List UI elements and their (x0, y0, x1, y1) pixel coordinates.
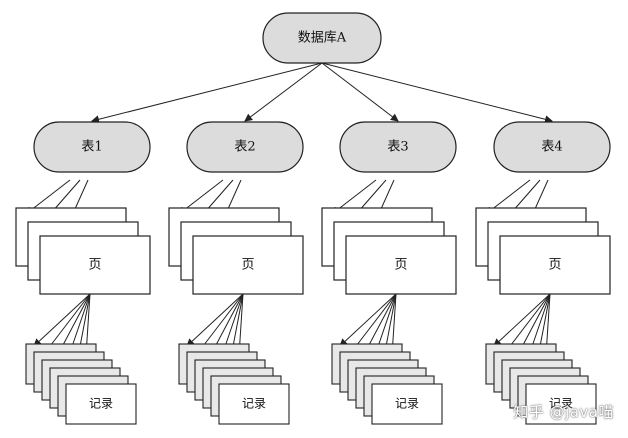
record-stack-2: 记录 (178, 343, 290, 425)
watermark: 知乎 @java喵 (513, 403, 614, 421)
record-label-4: 记录 (549, 397, 573, 411)
edge-root-to-table-1 (91, 62, 323, 124)
record-label-1: 记录 (89, 397, 113, 411)
record-label-2: 记录 (242, 397, 266, 411)
record-front-4 (525, 383, 597, 425)
page-front-1 (39, 235, 151, 295)
table-node-2: 表2 (186, 121, 304, 173)
nodes-layer: 数据库A 表1 页记录 表2 页记录 表3 页记录 表4 页记录 (15, 12, 611, 425)
record-front-1 (65, 383, 137, 425)
root-node-database-shape (262, 12, 382, 64)
table-node-4: 表4 (493, 121, 611, 173)
page-stack-1: 页 (15, 207, 151, 295)
table-node-4-shape (493, 121, 611, 173)
page-label-4: 页 (548, 258, 561, 273)
edge-page-1-to-record-1 (33, 293, 91, 347)
table-node-3-shape (339, 121, 457, 173)
edge-page-3-to-record-1 (339, 293, 397, 347)
root-node-database: 数据库A (262, 12, 382, 64)
record-front-3 (371, 383, 443, 425)
root-node-label: 数据库A (298, 30, 347, 46)
table-node-label-4: 表4 (541, 140, 562, 155)
record-label-3: 记录 (395, 397, 419, 411)
table-node-1: 表1 (33, 121, 151, 173)
table-node-2-shape (186, 121, 304, 173)
page-stack-2: 页 (168, 207, 304, 295)
edge-root-to-table-3 (321, 62, 399, 122)
record-stack-3: 记录 (331, 343, 443, 425)
table-node-label-1: 表1 (81, 140, 102, 155)
page-label-2: 页 (241, 258, 254, 273)
edge-root-to-table-4 (321, 62, 553, 124)
edge-page-4-to-record-1 (493, 293, 551, 347)
page-front-3 (345, 235, 457, 295)
page-stack-4: 页 (475, 207, 611, 295)
page-stack-3: 页 (321, 207, 457, 295)
table-node-1-shape (33, 121, 151, 173)
page-front-2 (192, 235, 304, 295)
edge-page-2-to-record-1 (186, 293, 244, 347)
record-stack-4: 记录 (485, 343, 597, 425)
table-node-label-2: 表2 (234, 140, 255, 155)
record-stack-1: 记录 (25, 343, 137, 425)
page-label-3: 页 (394, 258, 407, 273)
edge-root-to-table-2 (244, 62, 323, 122)
page-front-4 (499, 235, 611, 295)
table-node-label-3: 表3 (387, 140, 408, 155)
record-front-2 (218, 383, 290, 425)
table-node-3: 表3 (339, 121, 457, 173)
page-label-1: 页 (88, 258, 101, 273)
